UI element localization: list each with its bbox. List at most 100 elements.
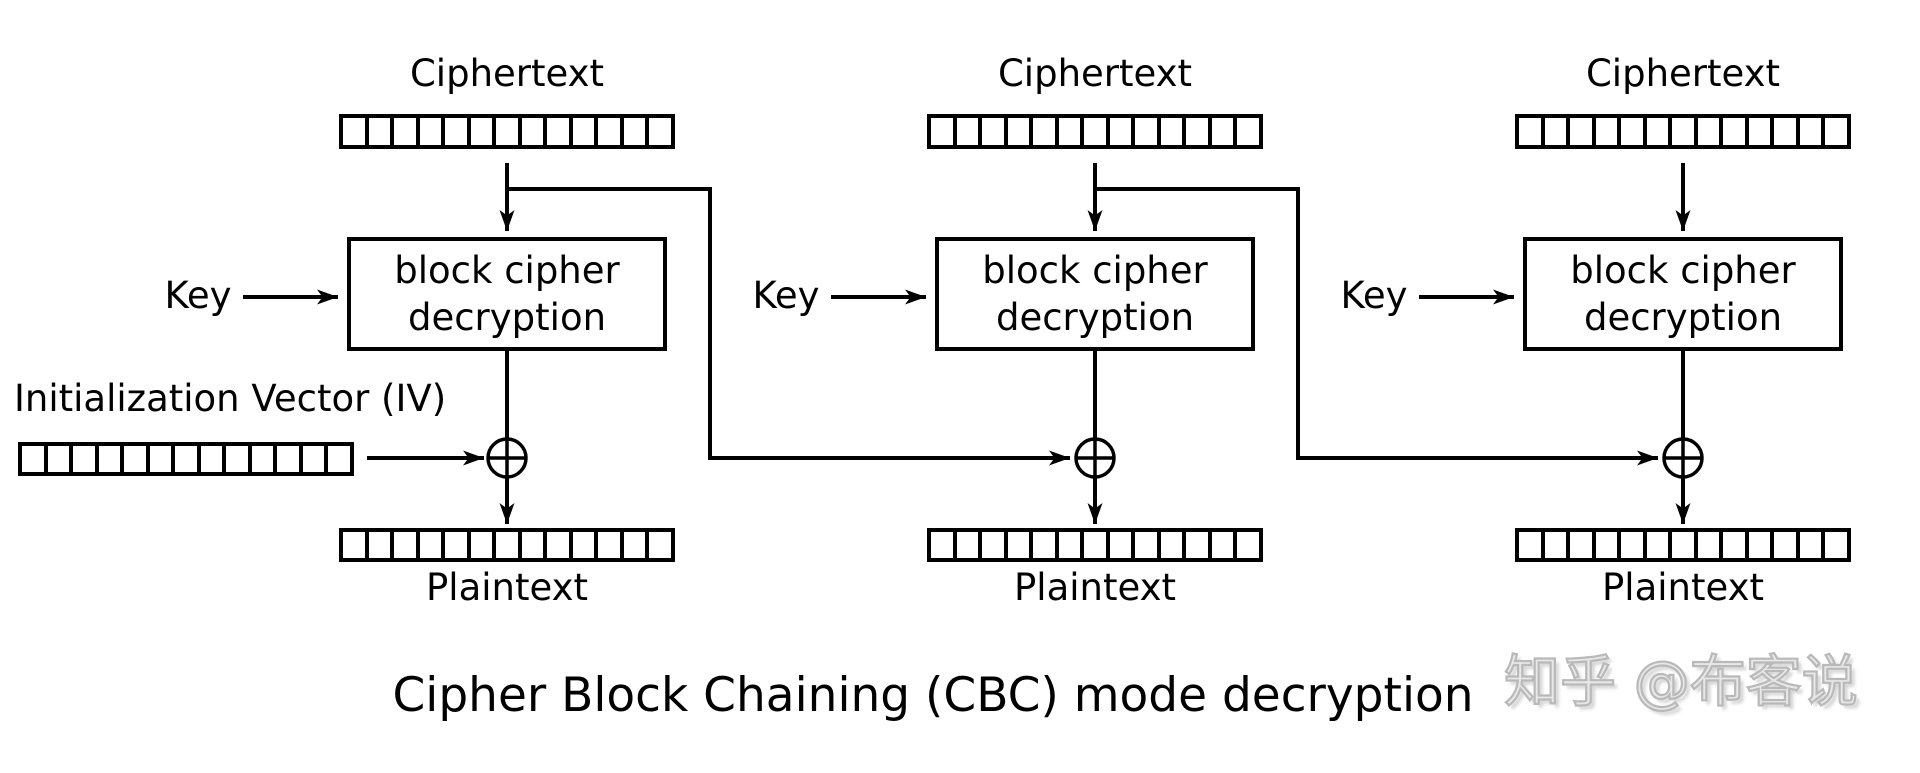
bit-cell xyxy=(1084,118,1110,145)
bit-cell xyxy=(1774,532,1800,558)
box-text-line2: decryption xyxy=(995,296,1195,339)
bit-cell xyxy=(1008,532,1034,558)
bit-cell xyxy=(1825,118,1847,145)
bit-cell xyxy=(1237,532,1259,558)
bit-cell xyxy=(547,532,573,558)
bit-cell xyxy=(1135,118,1161,145)
bit-cell xyxy=(957,532,983,558)
diagram-caption: Cipher Block Chaining (CBC) mode decrypt… xyxy=(392,668,1474,723)
bit-cell xyxy=(1596,118,1622,145)
bit-cell xyxy=(496,118,522,145)
bit-cell xyxy=(445,532,471,558)
ciphertext-label-2: Ciphertext xyxy=(997,52,1193,95)
bit-cell xyxy=(1621,532,1647,558)
bit-cell xyxy=(1135,532,1161,558)
bit-cell xyxy=(1237,118,1259,145)
chain-line-col1-to-xor2 xyxy=(507,187,1070,466)
plaintext-label-3: Plaintext xyxy=(1601,566,1765,609)
plaintext-block-3 xyxy=(1515,528,1851,562)
bit-cell xyxy=(420,532,446,558)
bit-cell xyxy=(328,446,350,472)
bit-cell xyxy=(1545,532,1571,558)
box-text-line1: block cipher xyxy=(394,249,620,292)
bit-cell xyxy=(252,446,278,472)
bit-cell xyxy=(957,118,983,145)
bit-cell xyxy=(1084,532,1110,558)
bit-cell xyxy=(1647,118,1673,145)
ciphertext-label-3: Ciphertext xyxy=(1585,52,1781,95)
block-cipher-decryption-box-2: block cipher decryption xyxy=(935,237,1255,351)
bit-cell xyxy=(22,446,48,472)
bit-cell xyxy=(1570,118,1596,145)
bit-cell xyxy=(277,446,303,472)
plaintext-block-2 xyxy=(927,528,1263,562)
bit-cell xyxy=(1800,532,1826,558)
bit-cell xyxy=(394,532,420,558)
xor-icon-3 xyxy=(1662,437,1704,479)
box-text-line1: block cipher xyxy=(1570,249,1796,292)
bit-cell xyxy=(547,118,573,145)
plaintext-label-2: Plaintext xyxy=(1013,566,1177,609)
bit-cell xyxy=(369,118,395,145)
key-label-3: Key xyxy=(1340,274,1408,317)
plaintext-label-1: Plaintext xyxy=(425,566,589,609)
bit-cell xyxy=(1110,532,1136,558)
bit-cell xyxy=(1033,532,1059,558)
bit-cell xyxy=(150,446,176,472)
ciphertext-label-1: Ciphertext xyxy=(409,52,605,95)
bit-cell xyxy=(73,446,99,472)
key-label-1: Key xyxy=(164,274,232,317)
iv-block xyxy=(18,442,354,476)
bit-cell xyxy=(471,532,497,558)
box-text-line1: block cipher xyxy=(982,249,1208,292)
ciphertext-block-2 xyxy=(927,114,1263,149)
bit-cell xyxy=(1825,532,1847,558)
bit-cell xyxy=(343,118,369,145)
bit-cell xyxy=(1800,118,1826,145)
bit-cell xyxy=(1059,532,1085,558)
bit-cell xyxy=(1519,118,1545,145)
bit-cell xyxy=(1212,532,1238,558)
bit-cell xyxy=(1698,118,1724,145)
iv-label: Initialization Vector (IV) xyxy=(14,377,447,420)
bit-cell xyxy=(99,446,125,472)
box-text-line2: decryption xyxy=(1583,296,1783,339)
bit-cell xyxy=(1008,118,1034,145)
block-cipher-decryption-box-1: block cipher decryption xyxy=(347,237,667,351)
plaintext-block-1 xyxy=(339,528,675,562)
watermark-text: 知乎 @布客说 xyxy=(1503,650,1859,715)
bit-cell xyxy=(124,446,150,472)
bit-cell xyxy=(48,446,74,472)
bit-cell xyxy=(931,118,957,145)
bit-cell xyxy=(982,118,1008,145)
bit-cell xyxy=(1698,532,1724,558)
bit-cell xyxy=(1596,532,1622,558)
xor-icon-1 xyxy=(486,437,528,479)
bit-cell xyxy=(496,532,522,558)
bit-cell xyxy=(624,118,650,145)
bit-cell xyxy=(1672,532,1698,558)
bit-cell xyxy=(303,446,329,472)
bit-cell xyxy=(598,532,624,558)
bit-cell xyxy=(226,446,252,472)
key-label-2: Key xyxy=(752,274,820,317)
bit-cell xyxy=(573,532,599,558)
bit-cell xyxy=(201,446,227,472)
block-cipher-decryption-box-3: block cipher decryption xyxy=(1523,237,1843,351)
bit-cell xyxy=(522,532,548,558)
bit-cell xyxy=(649,118,671,145)
bit-cell xyxy=(1161,532,1187,558)
bit-cell xyxy=(445,118,471,145)
bit-cell xyxy=(931,532,957,558)
bit-cell xyxy=(1059,118,1085,145)
bit-cell xyxy=(1186,532,1212,558)
bit-cell xyxy=(369,532,395,558)
bit-cell xyxy=(1545,118,1571,145)
bit-cell xyxy=(624,532,650,558)
bit-cell xyxy=(1519,532,1545,558)
bit-cell xyxy=(1774,118,1800,145)
bit-cell xyxy=(1186,118,1212,145)
bit-cell xyxy=(649,532,671,558)
bit-cell xyxy=(598,118,624,145)
